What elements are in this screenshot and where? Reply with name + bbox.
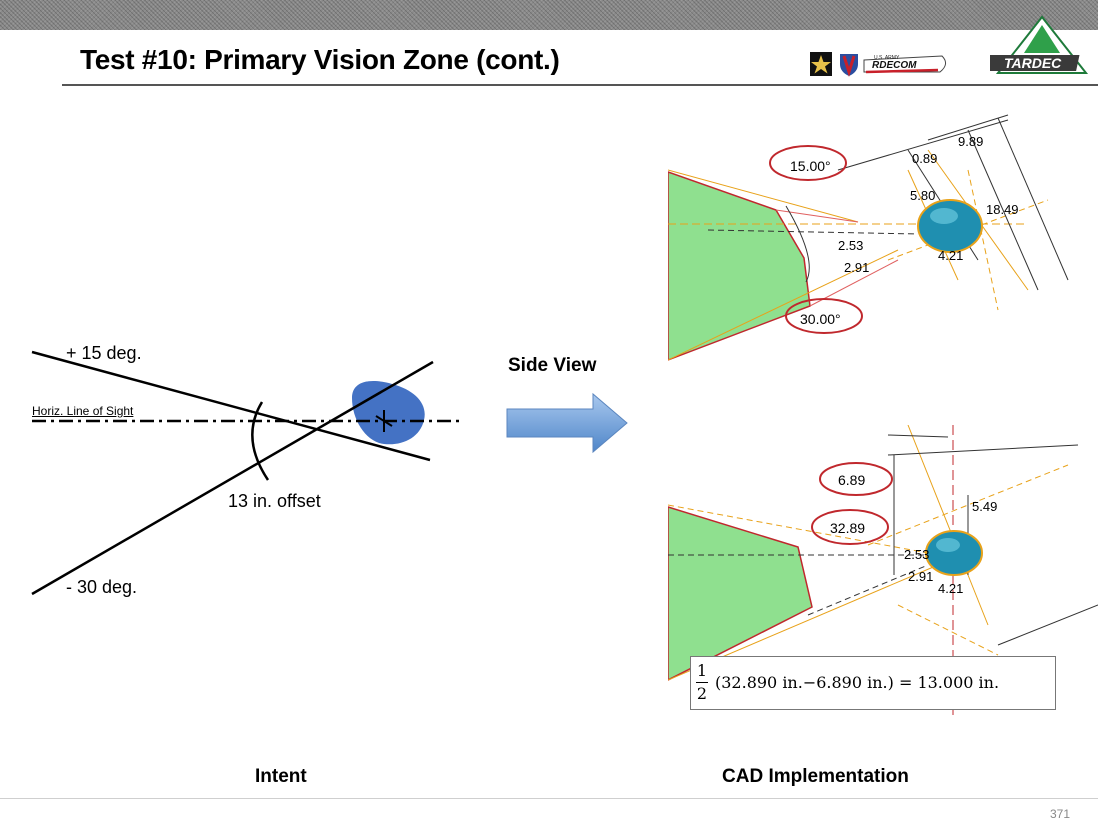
svg-text:5.80: 5.80 (910, 188, 935, 203)
plus-15-label: + 15 deg. (66, 343, 142, 363)
svg-text:2.53: 2.53 (838, 238, 863, 253)
svg-text:32.89: 32.89 (830, 520, 865, 536)
svg-text:15.00°: 15.00° (790, 158, 831, 174)
eye-center-cross (375, 410, 393, 432)
offset-formula: 1 2 (32.890 in.−6.890 in.) = 13.000 in. (690, 656, 1056, 710)
shield-logo-icon (840, 54, 858, 78)
star-logo-icon (810, 52, 832, 76)
cad-caption: CAD Implementation (722, 766, 909, 787)
intent-caption: Intent (255, 766, 307, 787)
svg-text:2.91: 2.91 (908, 569, 933, 584)
formula-numerator: 1 (696, 660, 708, 683)
svg-text:U.S. ARMY: U.S. ARMY (874, 55, 900, 61)
eye-ellipse (352, 380, 425, 445)
svg-text:18.49: 18.49 (986, 202, 1019, 217)
minus-30-label: - 30 deg. (66, 577, 138, 597)
side-view-arrow-icon (506, 392, 628, 454)
svg-text:6.89: 6.89 (838, 472, 865, 488)
tardec-logo-icon: TARDEC (990, 15, 1089, 74)
footer-rule (0, 798, 1098, 799)
offset-arc (251, 401, 270, 481)
lower-sightline-30 (31, 360, 434, 596)
svg-text:9.89: 9.89 (958, 134, 983, 149)
svg-text:2.91: 2.91 (844, 260, 869, 275)
page-number: 371 (1050, 807, 1071, 821)
formula-denominator: 2 (696, 684, 708, 703)
slide-title: Test #10: Primary Vision Zone (cont.) (80, 44, 560, 75)
cad-top-view: 15.00° 30.00° 9.89 0.89 5.80 18.49 2.53 … (668, 114, 1069, 361)
svg-text:0.89: 0.89 (912, 151, 937, 166)
formula-fraction: 1 2 (696, 660, 708, 705)
rdecom-logo-icon: U.S. ARMY RDECOM (863, 55, 946, 74)
upper-sightline-15 (31, 350, 431, 462)
svg-text:4.21: 4.21 (938, 248, 963, 263)
svg-text:TARDEC: TARDEC (1004, 55, 1062, 71)
formula-expression: (32.890 in.−6.890 in.) = 13.000 in. (715, 673, 1000, 692)
svg-text:5.49: 5.49 (972, 499, 997, 514)
offset-label: 13 in. offset (228, 491, 321, 511)
cad-bottom-view: 6.89 32.89 5.49 2.53 2.91 4.21 (668, 425, 1098, 715)
side-view-label: Side View (508, 355, 597, 376)
svg-text:4.21: 4.21 (938, 581, 963, 596)
title-rule (62, 84, 1098, 86)
army-logos: U.S. ARMY RDECOM (810, 52, 946, 78)
svg-text:RDECOM: RDECOM (872, 60, 917, 71)
header-band (0, 0, 1098, 30)
svg-text:30.00°: 30.00° (800, 311, 841, 327)
svg-text:2.53: 2.53 (904, 547, 929, 562)
horiz-line-of-sight-label: Horiz. Line of Sight (32, 404, 134, 418)
